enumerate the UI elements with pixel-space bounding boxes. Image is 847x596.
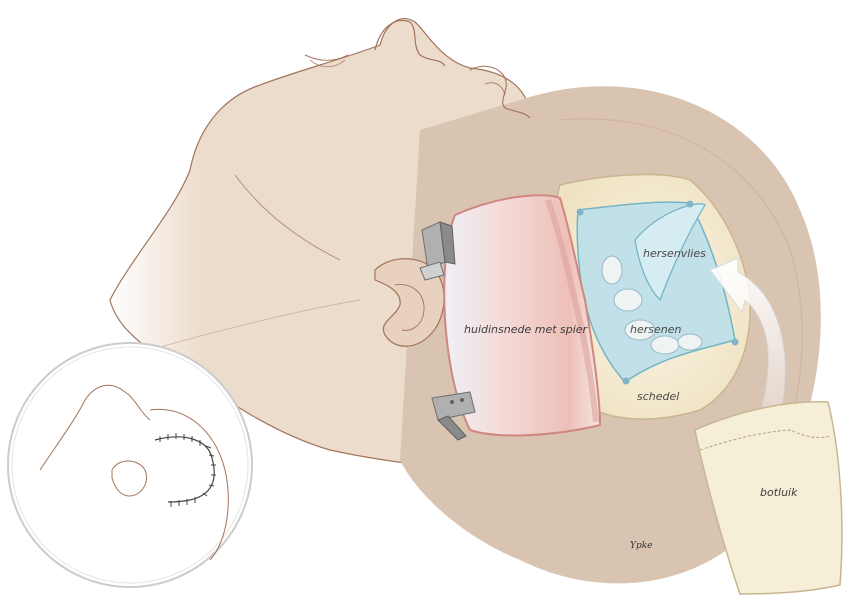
inset-incision-view [8,343,252,587]
label-bone-flap: botluik [760,486,798,499]
label-skin-flap: huidinsnede met spier [464,323,589,336]
label-dura: hersenvlies [643,247,706,260]
label-brain: hersenen [630,323,681,336]
artist-signature: Ypke [630,541,652,551]
label-skull: schedel [637,390,679,403]
